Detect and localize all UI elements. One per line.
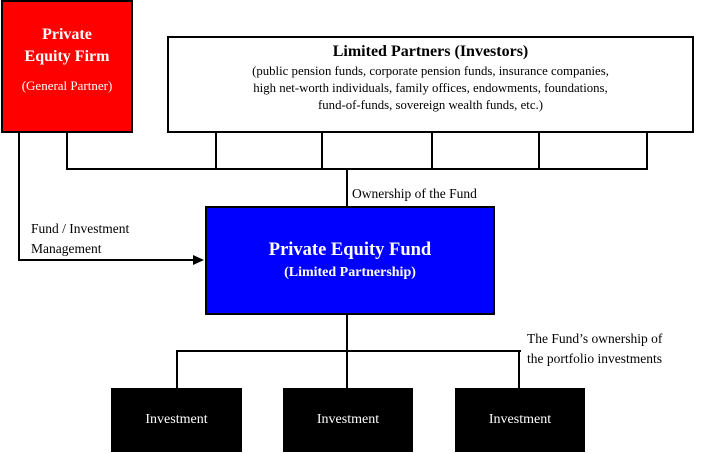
lp-ownership-stub-line-3 (431, 133, 433, 170)
management-horizontal-line (18, 259, 195, 261)
fund-subtitle: (Limited Partnership) (284, 265, 416, 280)
lp-ownership-stub-line-5 (646, 133, 648, 170)
fund-to-portfolio-drop-line (346, 315, 348, 352)
gp-ownership-stub-line (66, 133, 68, 170)
investment-stub-line-2 (346, 352, 348, 388)
investment-label-1: Investment (145, 412, 208, 427)
fund-title: Private Equity Fund (268, 240, 432, 260)
management-vertical-line (18, 133, 20, 261)
portfolio-bus-line (176, 350, 521, 352)
ownership-bus-line (66, 168, 648, 170)
investment-stub-line-1 (176, 352, 178, 388)
portfolio-ownership-label: The Fund’s ownership of the portfolio in… (527, 331, 663, 366)
ownership-to-fund-drop-line (346, 170, 348, 206)
general-partner-subtitle: (General Partner) (21, 78, 113, 93)
lp-ownership-stub-line-4 (538, 133, 540, 170)
management-arrowhead-icon (193, 255, 204, 265)
general-partner-box: Private Equity Firm (General Partner) (1, 0, 133, 133)
investment-box-3: Investment (455, 388, 585, 452)
limited-partners-subtitle: (public pension funds, corporate pension… (252, 64, 609, 112)
fund-investment-management-label: Fund / Investment Management (31, 221, 130, 256)
lp-ownership-stub-line-2 (321, 133, 323, 170)
investment-box-2: Investment (283, 388, 413, 452)
investment-stub-line-3 (518, 352, 520, 388)
general-partner-title: Private Equity Firm (24, 26, 110, 65)
lp-ownership-stub-line-1 (215, 133, 217, 170)
investment-box-1: Investment (111, 388, 242, 452)
private-equity-fund-box: Private Equity Fund (Limited Partnership… (205, 206, 495, 315)
investment-label-3: Investment (488, 412, 552, 427)
investment-label-2: Investment (316, 412, 380, 427)
limited-partners-title: Limited Partners (Investors) (332, 43, 529, 60)
ownership-of-fund-label: Ownership of the Fund (352, 186, 477, 201)
limited-partners-box: Limited Partners (Investors) (public pen… (167, 36, 694, 133)
